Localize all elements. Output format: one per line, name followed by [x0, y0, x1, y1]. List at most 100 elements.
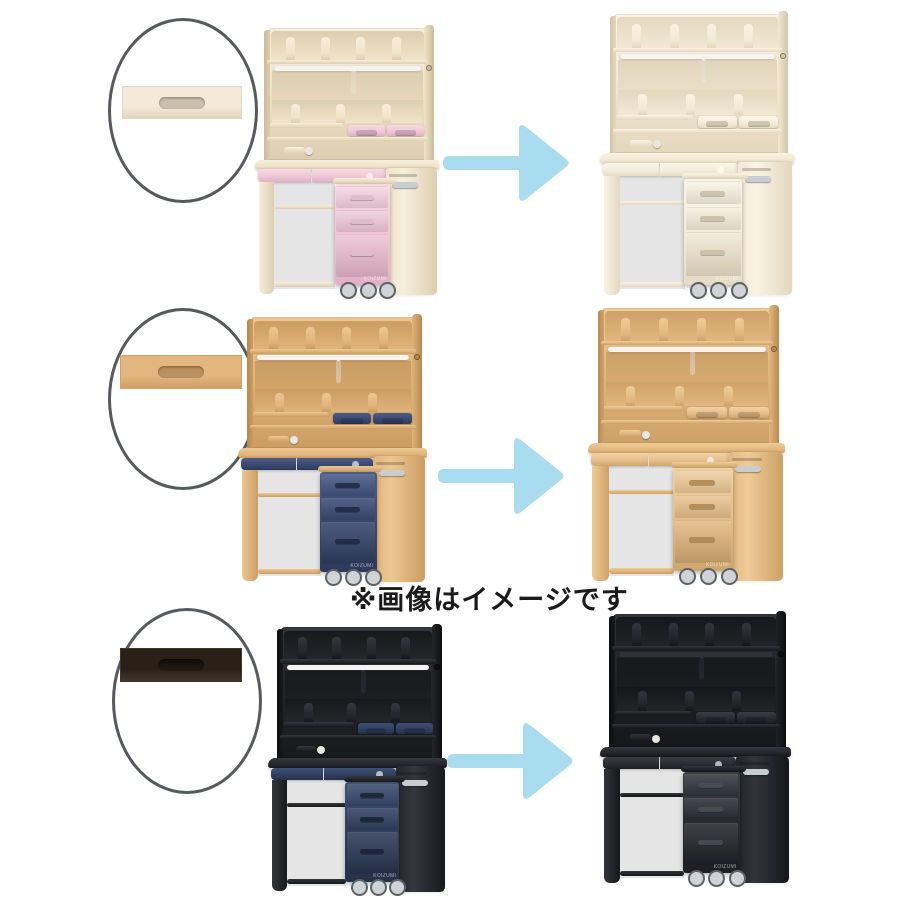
desk-oak-oak: KOIZUMI	[588, 302, 786, 586]
hutch-open-cavity	[617, 59, 778, 91]
brand-logo: KOIZUMI	[373, 872, 397, 879]
wagon-drawer-front	[674, 519, 731, 564]
wagon-drawer-front	[347, 808, 398, 831]
desk-top-surface	[588, 443, 785, 453]
swatch-handle-icon	[159, 96, 205, 109]
lower-rack-shelf-left	[615, 710, 692, 716]
desk-left-leg	[603, 176, 621, 296]
wagon-drawer-front	[674, 470, 731, 494]
outlet-detail	[618, 430, 641, 438]
right-cabinet-panel	[728, 451, 784, 582]
brand-logo: KOIZUMI	[706, 562, 729, 569]
hutch-side-right	[775, 610, 786, 748]
variation-row-ivory: KOIZUMI KOIZUMI	[0, 0, 900, 300]
hutch-side-left	[609, 615, 616, 747]
slot-divider	[744, 23, 754, 48]
slot-divider	[378, 327, 388, 350]
desk-left-leg	[258, 181, 275, 295]
slot-divider	[303, 702, 313, 723]
hutch-open-cavity	[605, 352, 769, 383]
cabinet-handle-icon	[379, 469, 406, 476]
wagon-drawer-front	[347, 832, 398, 874]
drawer-handle-icon	[747, 121, 770, 127]
slot-divider	[285, 37, 295, 60]
brand-logo: KOIZUMI	[715, 275, 739, 282]
wagon-drawer-front	[321, 498, 375, 521]
desk-black-navy: KOIZUMI	[268, 622, 448, 896]
desk-left-leg	[271, 779, 287, 892]
desk-left-leg	[591, 465, 609, 582]
cabinet-handle-icon	[392, 181, 419, 188]
caster-wheel-icon	[378, 281, 396, 299]
hutch-bottom-shelf	[612, 128, 783, 133]
wagon-drawer-front	[674, 495, 731, 518]
desk-top-surface	[600, 153, 795, 164]
swatch-handle-icon	[158, 366, 204, 378]
drawer-handle-icon	[699, 190, 726, 196]
slot-divider	[742, 623, 752, 647]
drawer-handle-icon	[689, 536, 716, 542]
rolling-drawer-cabinet: KOIZUMI	[683, 179, 743, 285]
drawer-handle-icon	[404, 728, 425, 734]
lower-rack-shelf-left	[615, 115, 693, 120]
lower-rack-shelf-left	[603, 406, 683, 411]
slot-divider	[390, 702, 400, 723]
drawer-handle-icon	[360, 848, 384, 854]
swatch-circle-espresso	[112, 608, 262, 794]
swatch-circle-ivory	[108, 18, 258, 203]
keyboard-tray	[680, 765, 746, 772]
hutch-side-right	[769, 304, 780, 444]
slot-divider	[705, 623, 715, 647]
slot-divider	[675, 385, 685, 407]
under-desk-shelf	[274, 204, 336, 210]
hutch-bottom-shelf	[612, 723, 780, 728]
hutch-accent-drawer	[386, 124, 425, 136]
rolling-drawer-cabinet: KOIZUMI	[334, 184, 391, 285]
drawer-handle-icon	[366, 728, 387, 734]
under-desk-shelf	[608, 489, 675, 495]
drawer-handle-icon	[698, 839, 724, 845]
right-cabinet-panel	[736, 755, 790, 884]
drawer-handle-icon	[349, 219, 374, 225]
wagon-drawer-front	[347, 784, 398, 807]
cabinet-hinge-detail	[389, 174, 418, 178]
upper-rack-shelf	[279, 659, 437, 664]
right-cabinet-panel	[738, 161, 793, 296]
hutch-accent-drawer	[696, 711, 735, 723]
wagon-drawer-front	[336, 234, 389, 277]
outlet-knob-icon	[641, 430, 650, 439]
desk-lamp-bar	[607, 346, 767, 352]
drawer-handle-icon	[698, 783, 724, 789]
rolling-drawer-cabinet: KOIZUMI	[673, 468, 733, 572]
slot-divider	[620, 317, 630, 341]
desk-lamp-bar	[619, 54, 776, 60]
hutch-side-right	[411, 314, 422, 449]
hutch-bottom-shelf	[600, 419, 774, 424]
slot-divider	[731, 690, 741, 711]
keyboard-tray	[671, 462, 739, 469]
slot-divider	[381, 103, 391, 124]
hutch-side-left	[597, 309, 604, 443]
drawer-handle-icon	[699, 216, 726, 222]
outlet-detail	[630, 139, 653, 147]
cabinet-handle-icon	[742, 769, 769, 776]
upper-rack-shelf	[612, 646, 780, 651]
drawer-handle-icon	[335, 507, 360, 513]
lower-rack-shelf-left	[269, 123, 344, 128]
drawer-handle-icon	[745, 716, 768, 722]
wagon-drawer-front	[336, 186, 389, 209]
drawer-handle-icon	[335, 483, 360, 489]
keyboard-tray	[343, 776, 405, 783]
hutch-bottom-shelf	[250, 425, 416, 430]
espresso-drawer-swatch	[120, 648, 242, 682]
hutch-accent-drawer	[729, 407, 770, 419]
desk-lamp-bar	[257, 355, 409, 361]
caster-wheel-icon	[345, 568, 363, 586]
caster-wheel-icon	[728, 870, 746, 888]
desk-drawer-lock-icon	[715, 760, 723, 768]
slot-divider	[342, 327, 352, 350]
hutch-knob-icon	[413, 354, 420, 361]
hutch-side-left	[247, 319, 254, 448]
disclaimer-note: ※画像はイメージです	[350, 585, 629, 615]
hutch-accent-drawer	[373, 413, 412, 425]
